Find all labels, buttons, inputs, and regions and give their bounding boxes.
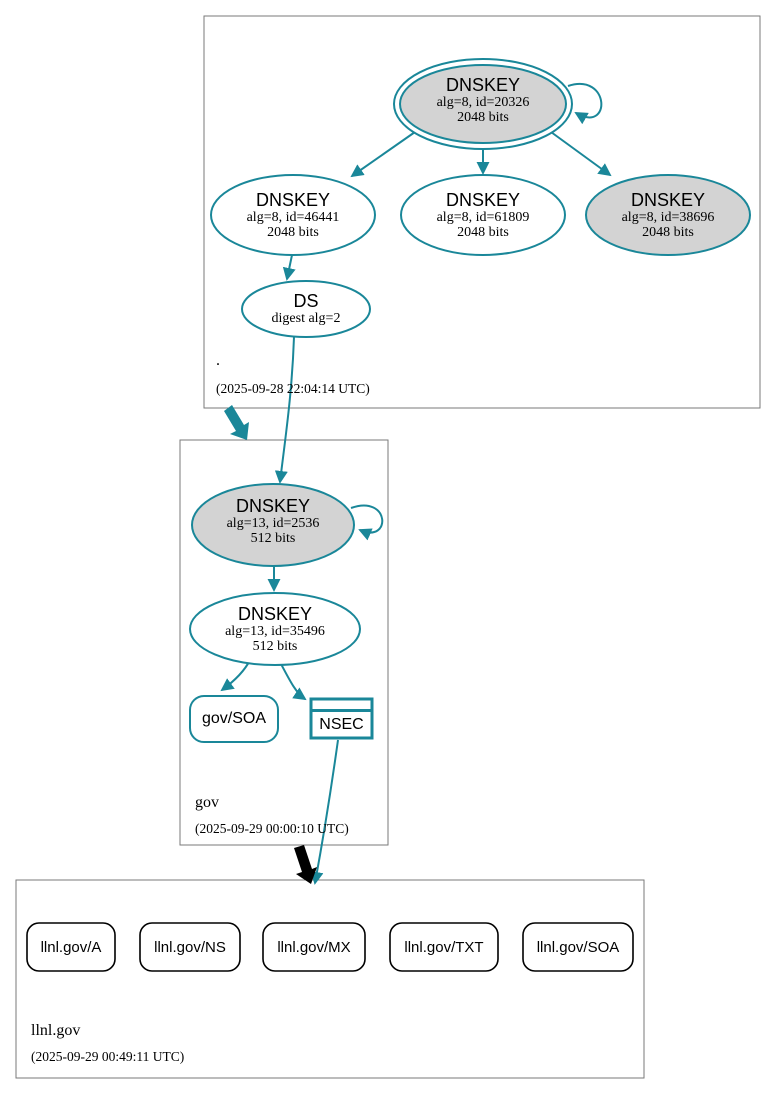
root-ksk-to-zsk46441-edge: [350, 131, 416, 178]
zsk46441-to-ds-edge: [282, 254, 296, 281]
root-zsk61809-node[interactable]: [400, 174, 566, 256]
llnl-ns-rrset-node[interactable]: [139, 922, 241, 972]
root-zone-timestamp: (2025-09-28 22:04:14 UTC): [216, 381, 370, 396]
nsec-to-llnl-edge: [310, 739, 339, 885]
llnl-zone-name: llnl.gov: [31, 1022, 81, 1039]
root-ksk-to-ksk38696-edge: [550, 131, 612, 177]
gov-zsk-to-nsec-edge: [279, 661, 307, 701]
root-zsk46441-node[interactable]: [210, 174, 376, 256]
ds-to-gov-ksk-edge: [274, 336, 295, 484]
root-ksk38696-node[interactable]: [585, 174, 751, 256]
gov-ksk-selfsign-edge: [350, 504, 384, 541]
root-zone-name: .: [216, 352, 220, 369]
gov-soa-node[interactable]: [189, 695, 279, 743]
llnl-a-rrset-node[interactable]: [26, 922, 116, 972]
llnl-txt-rrset-node[interactable]: [389, 922, 499, 972]
gov-to-llnl-delegation-arrow: [294, 845, 317, 884]
llnl-zone-box: [15, 879, 645, 1079]
gov-zone-box: [179, 439, 389, 846]
root-ksk-node[interactable]: [399, 64, 567, 144]
gov-zone-name: gov: [195, 794, 219, 811]
gov-zsk-node[interactable]: [189, 592, 361, 666]
llnl-soa-rrset-node[interactable]: [522, 922, 634, 972]
gov-ksk-node[interactable]: [191, 483, 355, 567]
gov-zone-timestamp: (2025-09-29 00:00:10 UTC): [195, 821, 349, 836]
root-ds-node[interactable]: [241, 280, 371, 338]
root-zone-box: [203, 15, 761, 409]
llnl-mx-rrset-node[interactable]: [262, 922, 366, 972]
llnl-zone-timestamp: (2025-09-29 00:49:11 UTC): [31, 1049, 185, 1064]
root-ksk-selfsign-edge: [567, 83, 603, 125]
gov-nsec-node[interactable]: [309, 697, 374, 740]
root-to-gov-delegation-arrow: [224, 405, 249, 440]
gov-zsk-to-soa-edge: [220, 659, 251, 692]
